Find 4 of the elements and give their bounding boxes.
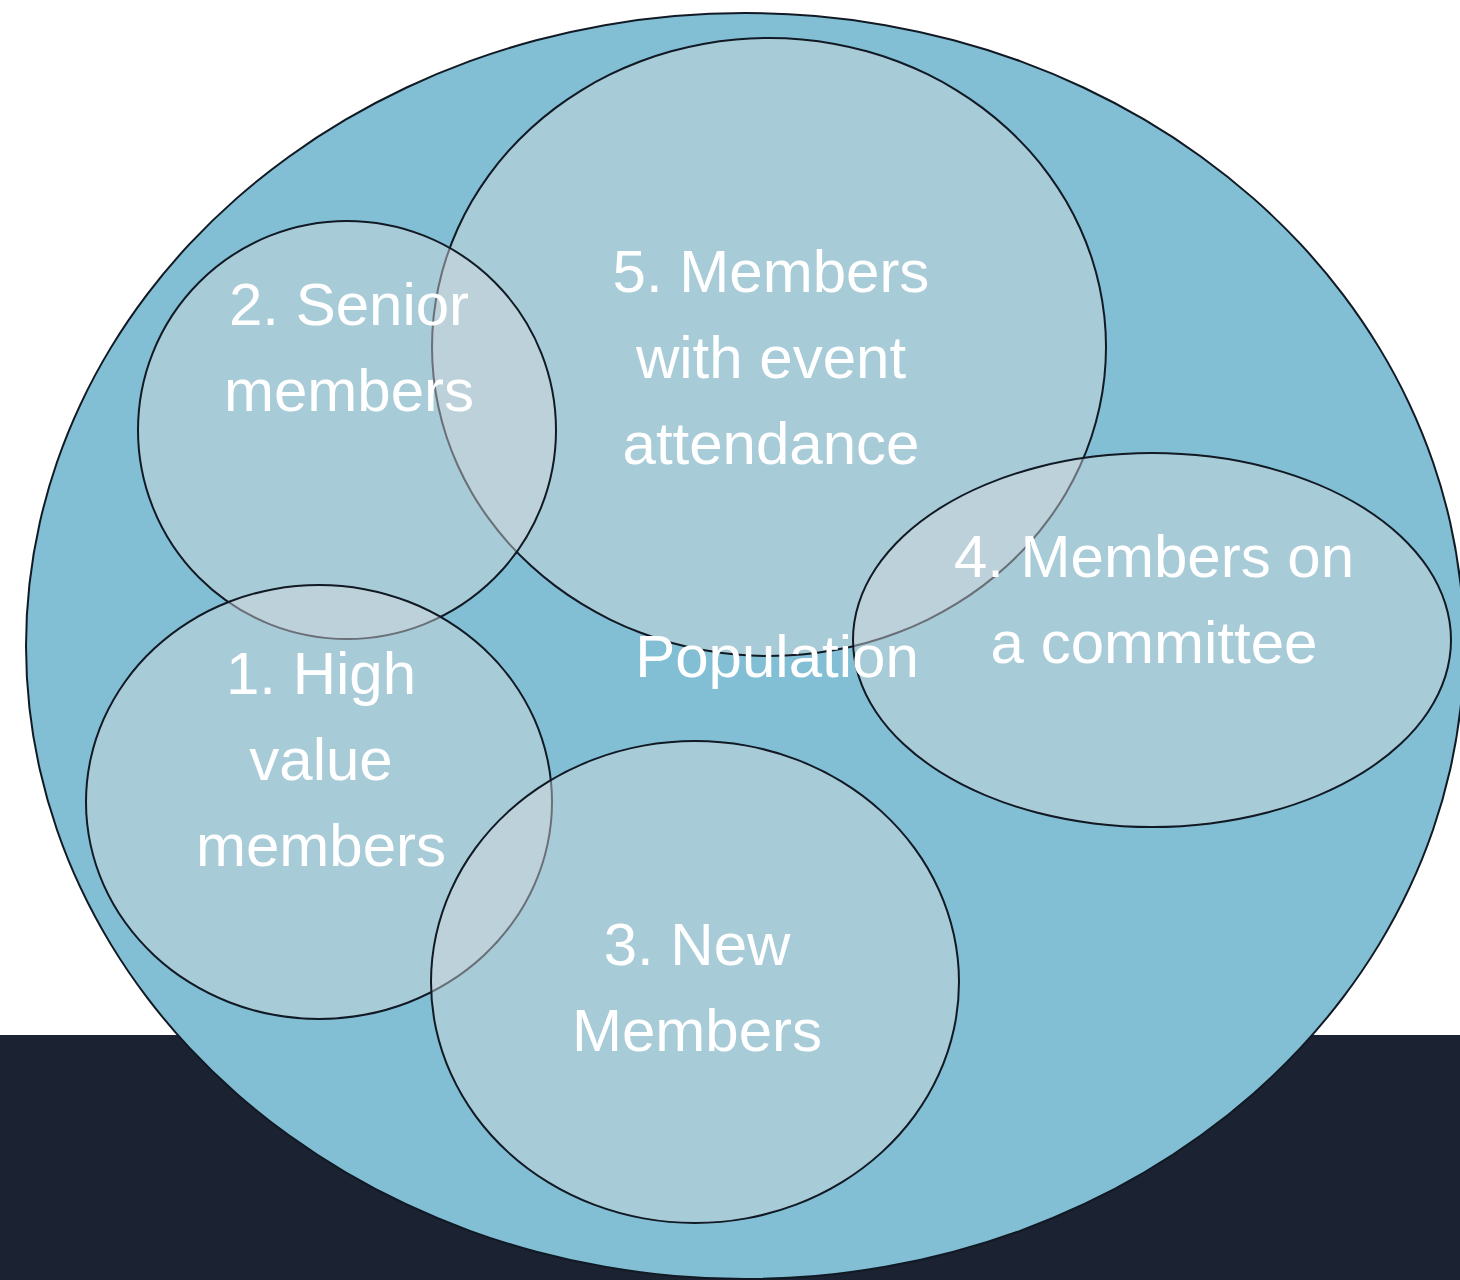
set-label: 4. Members on a committee <box>952 522 1356 678</box>
set-label: 3. New Members <box>570 910 824 1066</box>
set-label: 1. High value members <box>194 639 448 881</box>
set-label: 5. Members with event attendance <box>611 237 931 479</box>
